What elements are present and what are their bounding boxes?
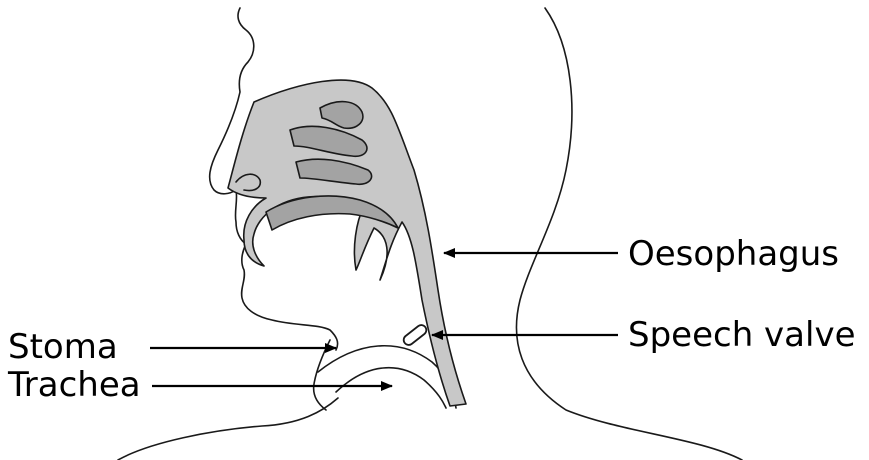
oesophagus-label: Oesophagus <box>628 234 839 274</box>
trachea-inner-wall <box>336 368 446 408</box>
speech-valve-label: Speech valve <box>628 315 856 355</box>
trachea-label: Trachea <box>7 365 141 405</box>
neck-front-outline <box>314 340 330 410</box>
stoma-label: Stoma <box>8 327 118 367</box>
speech-valve-device <box>402 323 429 347</box>
shoulder-outline <box>118 398 338 460</box>
